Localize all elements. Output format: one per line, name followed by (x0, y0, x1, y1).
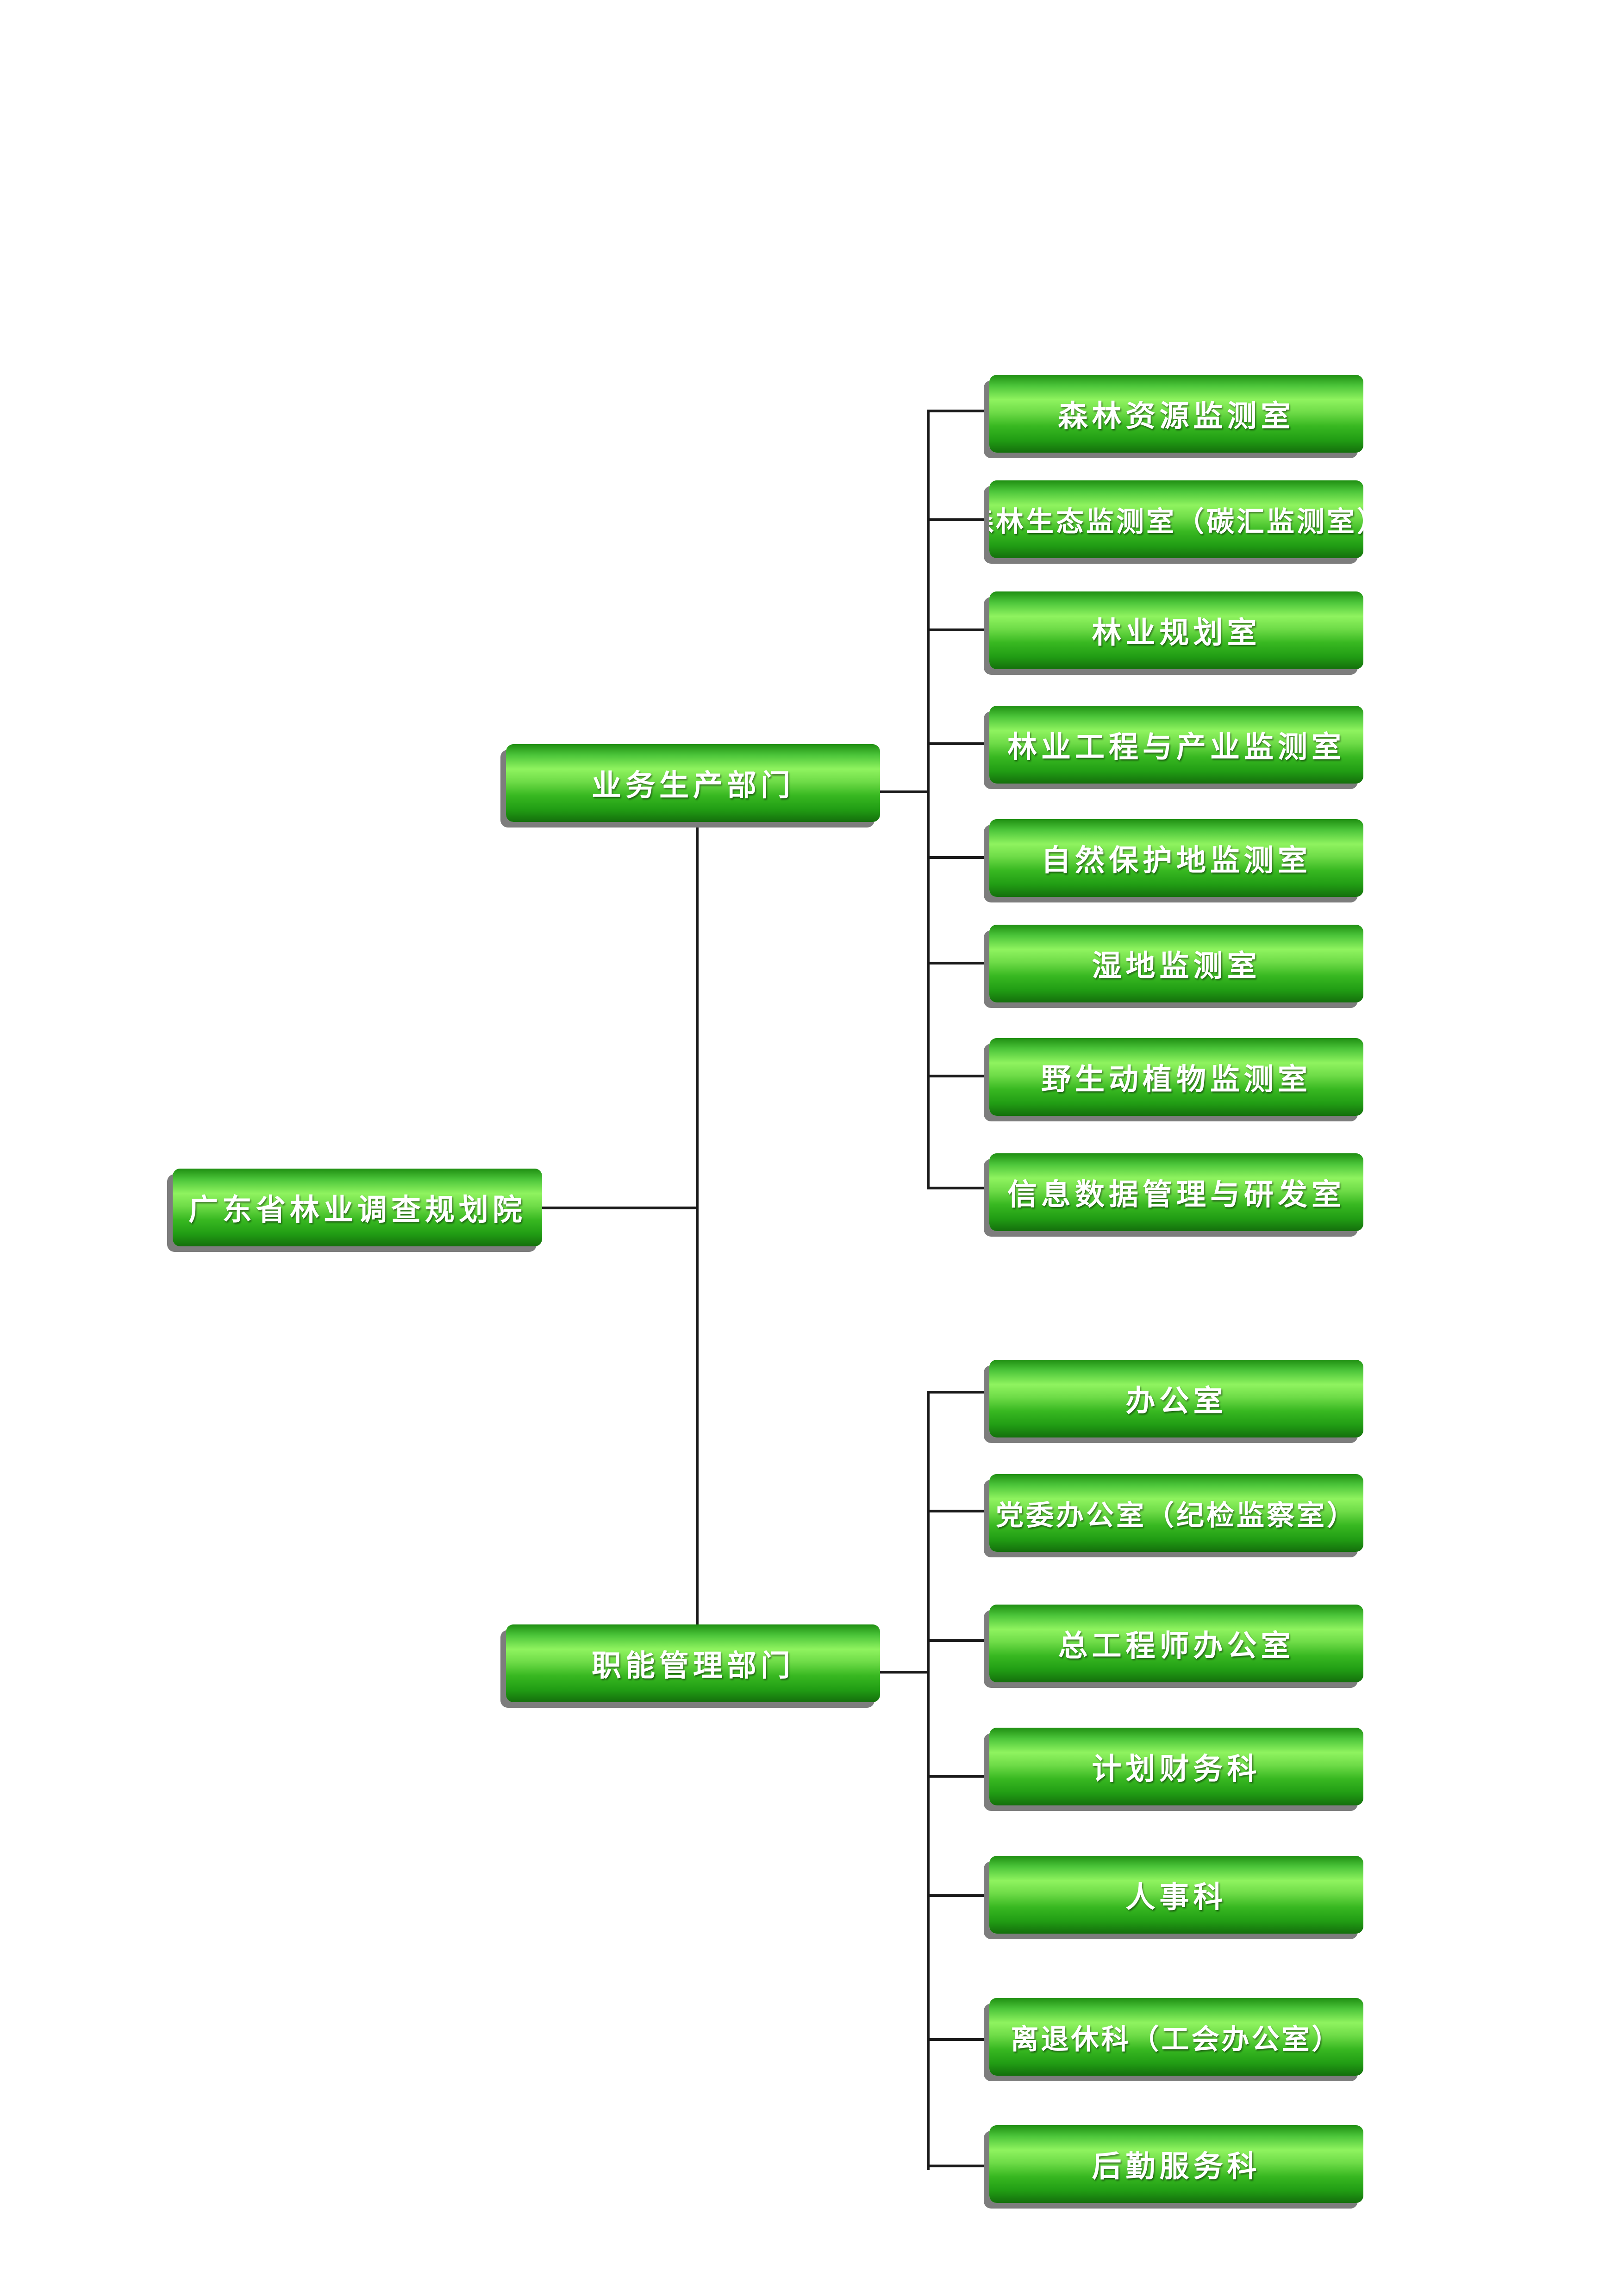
node-leaf-label: 离退休科（工会办公室） (1011, 2023, 1342, 2056)
connector-branch1-spine (927, 410, 930, 1188)
connector-leaf (927, 410, 989, 412)
node-leaf: 森林生态监测室（碳汇监测室） (989, 480, 1363, 558)
connector-leaf (927, 962, 989, 964)
node-leaf-label: 林业工程与产业监测室 (1007, 730, 1345, 765)
node-leaf: 离退休科（工会办公室） (989, 1998, 1363, 2076)
connector-leaf (927, 856, 989, 859)
node-root-label: 广东省林业调查规划院 (188, 1193, 526, 1227)
node-leaf-label: 自然保护地监测室 (1041, 844, 1312, 878)
node-leaf: 森林资源监测室 (989, 375, 1363, 453)
node-leaf-label: 森林资源监测室 (1058, 399, 1295, 434)
node-leaf-label: 后勤服务科 (1092, 2150, 1261, 2184)
node-leaf: 湿地监测室 (989, 925, 1363, 1002)
node-leaf: 计划财务科 (989, 1728, 1363, 1805)
node-leaf-label: 办公室 (1125, 1384, 1227, 1419)
node-leaf-label: 党委办公室（纪检监察室） (996, 1499, 1357, 1532)
node-branch-admin: 职能管理部门 (506, 1624, 880, 1702)
node-leaf: 林业工程与产业监测室 (989, 706, 1363, 784)
node-leaf: 自然保护地监测室 (989, 819, 1363, 897)
node-leaf-label: 人事科 (1125, 1880, 1227, 1915)
connector-root-to-trunk (541, 1207, 697, 1209)
connector-branch2-spine (927, 1391, 930, 2170)
connector-leaf (927, 1639, 989, 1642)
connector-leaf (927, 1775, 989, 1778)
connector-leaf (927, 628, 989, 631)
connector-leaf (927, 518, 989, 521)
node-leaf-label: 总工程师办公室 (1058, 1629, 1295, 1663)
node-leaf: 野生动植物监测室 (989, 1038, 1363, 1116)
node-leaf: 林业规划室 (989, 591, 1363, 669)
node-leaf-label: 湿地监测室 (1092, 949, 1261, 983)
connector-branch1-out (879, 790, 928, 793)
node-leaf: 办公室 (989, 1360, 1363, 1437)
node-branch-business: 业务生产部门 (506, 744, 880, 822)
connector-branch2-out (879, 1671, 928, 1674)
node-leaf: 总工程师办公室 (989, 1605, 1363, 1682)
node-leaf: 人事科 (989, 1856, 1363, 1934)
node-leaf: 信息数据管理与研发室 (989, 1153, 1363, 1231)
node-branch-admin-label: 职能管理部门 (592, 1649, 794, 1683)
node-leaf: 后勤服务科 (989, 2125, 1363, 2203)
node-leaf-label: 森林生态监测室（碳汇监测室） (989, 505, 1363, 538)
connector-leaf (927, 1187, 989, 1189)
connector-leaf (927, 742, 989, 745)
connector-leaf (927, 1075, 989, 1077)
connector-leaf (927, 1391, 989, 1394)
node-root: 广东省林业调查规划院 (173, 1169, 542, 1246)
node-leaf-label: 计划财务科 (1092, 1752, 1261, 1786)
connector-leaf (927, 1894, 989, 1897)
node-leaf-label: 信息数据管理与研发室 (1007, 1178, 1345, 1212)
connector-leaf (927, 1510, 989, 1512)
connector-leaf (927, 2165, 989, 2167)
node-leaf: 党委办公室（纪检监察室） (989, 1474, 1363, 1552)
connector-leaf (927, 2038, 989, 2041)
node-leaf-label: 林业规划室 (1092, 616, 1261, 650)
node-branch-business-label: 业务生产部门 (592, 769, 794, 803)
node-leaf-label: 野生动植物监测室 (1041, 1063, 1312, 1097)
connector-main-trunk (696, 819, 699, 1628)
